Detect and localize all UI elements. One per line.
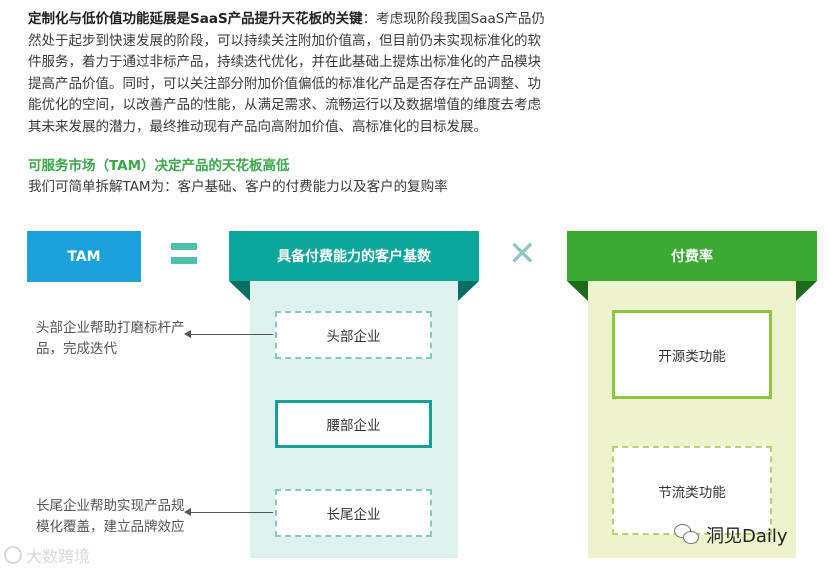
payment-header-fold-left xyxy=(567,281,588,301)
waist-company-box: 腰部企业 xyxy=(275,400,432,448)
arrow-head-icon xyxy=(184,330,191,338)
wechat-icon xyxy=(674,524,700,546)
intro-body: ：考虑现阶段我国SaaS产品仍然处于起步到快速发展的阶段，可以持续关注附加价值高… xyxy=(28,11,545,135)
equals-bar-bottom xyxy=(171,257,197,264)
tail-note-arrow xyxy=(184,508,273,516)
customer-base-column: 具备付费能力的客户基数 头部企业 腰部企业 长尾企业 xyxy=(229,231,479,558)
intro-lead: 定制化与低价值功能延展是SaaS产品提升天花板的关键 xyxy=(28,11,363,27)
tam-box: TAM xyxy=(27,231,141,282)
watermark-left-text: 大数跨境 xyxy=(26,547,91,566)
watermark-logo-icon xyxy=(4,546,22,564)
tail-company-box: 长尾企业 xyxy=(275,489,432,537)
watermark-left: 大数跨境 xyxy=(4,543,90,567)
equals-bar-top xyxy=(171,243,197,250)
intro-paragraph: 定制化与低价值功能延展是SaaS产品提升天花板的关键：考虑现阶段我国SaaS产品… xyxy=(28,9,548,138)
customer-base-header: 具备付费能力的客户基数 xyxy=(229,231,479,281)
head-note-arrow xyxy=(184,330,273,338)
watermark-right-text: 洞见Daily xyxy=(706,526,788,547)
section-text: 我们可简单拆解TAM为：客户基础、客户的付费能力以及客户的复购率 xyxy=(28,179,448,195)
customer-header-fold-right xyxy=(458,281,479,301)
section-heading: 可服务市场（TAM）决定产品的天花板高低 xyxy=(28,158,290,174)
payment-header-fold-right xyxy=(796,281,817,301)
open-source-features-box: 开源类功能 xyxy=(612,310,772,399)
equals-icon xyxy=(171,243,197,265)
head-company-box: 头部企业 xyxy=(275,311,432,359)
watermark-right: 洞见Daily xyxy=(674,522,788,548)
head-company-note: 头部企业帮助打磨标杆产品，完成迭代 xyxy=(36,320,185,357)
customer-header-fold-left xyxy=(229,281,250,301)
payment-rate-column: 付费率 开源类功能 节流类功能 xyxy=(567,231,817,558)
multiply-icon: ✕ xyxy=(508,234,537,274)
arrow-head-icon xyxy=(184,508,191,516)
payment-rate-header: 付费率 xyxy=(567,231,817,281)
tail-company-note: 长尾企业帮助实现产品规模化覆盖，建立品牌效应 xyxy=(36,498,185,535)
